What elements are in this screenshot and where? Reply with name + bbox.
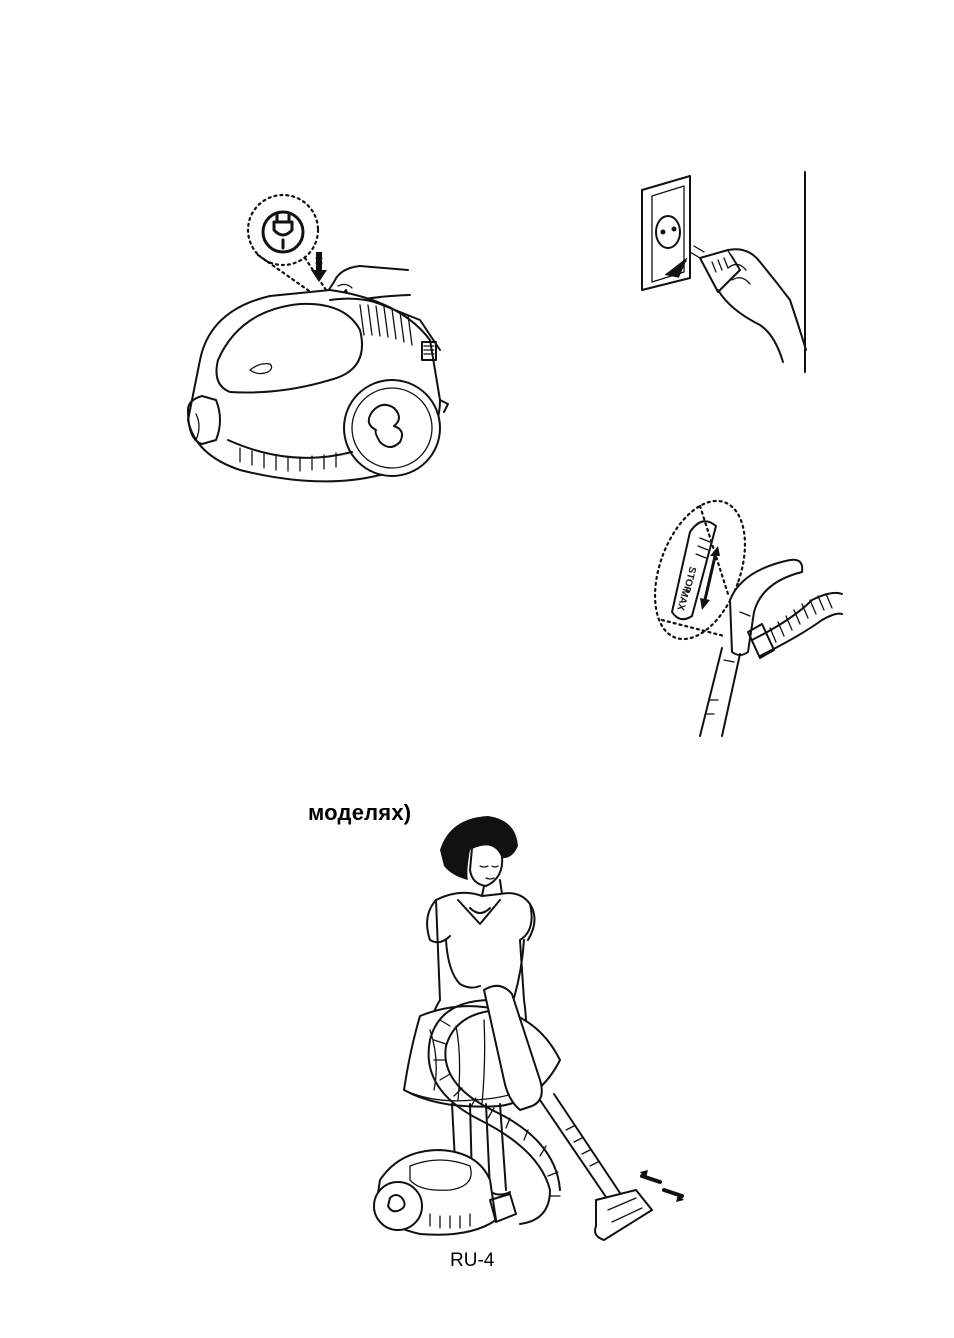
motion-arrows-icon <box>642 1176 682 1196</box>
page-number: RU-4 <box>450 1250 494 1272</box>
vacuum-body <box>374 1150 516 1235</box>
